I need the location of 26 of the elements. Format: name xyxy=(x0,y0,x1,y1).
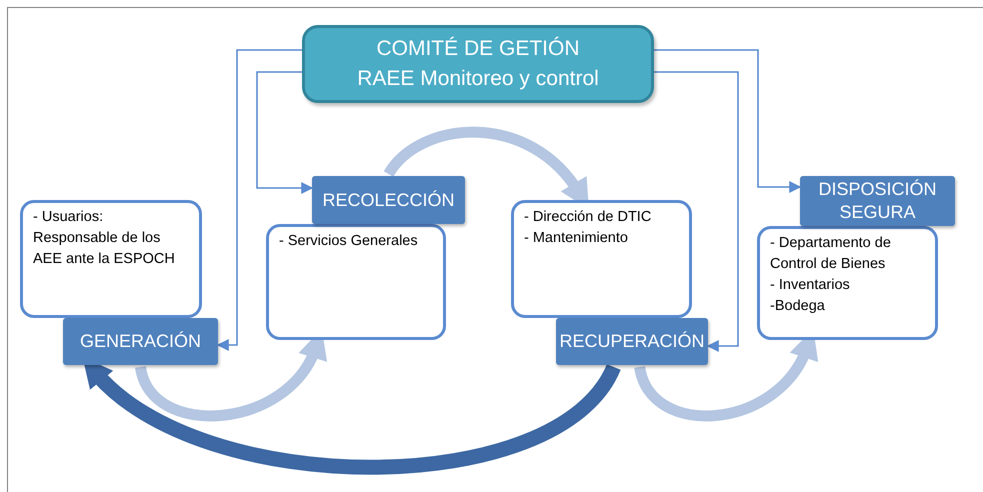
connector-arrow xyxy=(654,49,802,193)
stage-title: RECUPERACIÓN xyxy=(559,330,705,353)
stage-label xyxy=(800,176,955,226)
committee-title: RAEE Monitoreo y control xyxy=(357,66,599,92)
connector-arrow xyxy=(256,71,314,194)
stage-detail: -Bodega xyxy=(770,297,826,316)
stage-detail: - Mantenimiento xyxy=(524,229,629,248)
stage-card xyxy=(20,200,202,318)
connector-arrow xyxy=(216,49,302,351)
stage-detail: - Departamento de Control de Bienes xyxy=(770,234,892,274)
committee-box xyxy=(302,25,654,103)
stage-card xyxy=(511,200,692,318)
stage-detail: - Servicios Generales xyxy=(279,232,419,251)
stage-card xyxy=(757,226,938,340)
stage-label xyxy=(312,176,465,224)
stage-label xyxy=(556,318,708,365)
stage-title: RECOLECCIÓN xyxy=(322,188,455,212)
stage-detail: - Usuarios: Responsable de los AEE ante la ESPOCH xyxy=(33,208,176,269)
stage-detail: - Inventarios xyxy=(770,276,851,295)
connector-arrow xyxy=(654,71,739,352)
stage-detail: - Dirección de DTIC xyxy=(524,208,652,227)
stage-label xyxy=(63,318,218,365)
committee-title: COMITÉ DE GETIÓN xyxy=(376,36,580,62)
stage-card xyxy=(266,224,446,340)
stage-title: GENERACIÓN xyxy=(80,330,202,353)
stage-title: DISPOSICIÓN SEGURA xyxy=(817,178,938,224)
